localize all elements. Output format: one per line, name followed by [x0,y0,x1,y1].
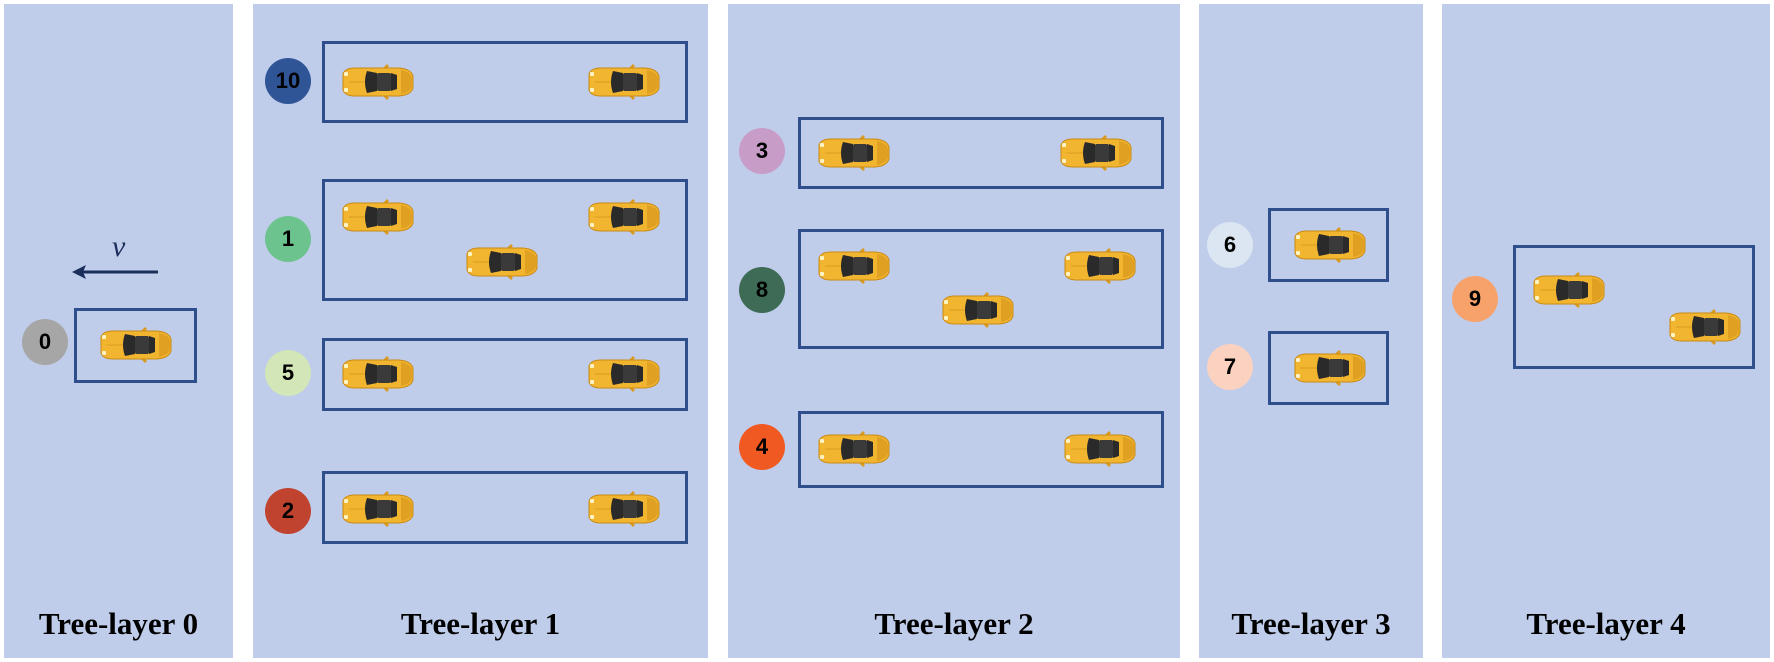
car-icon [1057,135,1133,171]
group-box-node-3 [798,117,1164,189]
node-3: 3 [739,128,785,174]
car-icon [585,64,661,100]
car-icon [1666,309,1742,345]
panel-tree-layer-2: 3 8 4 Tree-layer 2 [728,4,1180,658]
car-icon [815,135,891,171]
group-box-node-5 [322,338,688,411]
car-icon [1061,431,1137,467]
panel-title: Tree-layer 3 [1231,606,1391,641]
group-box-node-6 [1268,208,1389,282]
group-box-node-7 [1268,331,1389,405]
car-icon [339,491,415,527]
node-0: 0 [22,319,68,365]
node-7: 7 [1207,344,1253,390]
panel-tree-layer-1: 10 1 5 2 Tree-layer 1 [253,4,708,658]
panel-tree-layer-4: 9 Tree-layer 4 [1442,4,1770,658]
node-4: 4 [739,424,785,470]
panel-tree-layer-0: v 0 Tree-layer 0 [4,4,233,658]
group-box-node-4 [798,411,1164,488]
group-box-node-0 [74,308,197,383]
car-icon [1061,248,1137,284]
car-icon [939,292,1015,328]
car-icon [585,491,661,527]
group-box-node-2 [322,471,688,544]
car-icon [585,356,661,392]
car-icon [1530,272,1606,308]
velocity-label: v [112,230,126,263]
panel-tree-layer-3: 6 7 Tree-layer 3 [1199,4,1423,658]
node-1: 1 [265,216,311,262]
node-8: 8 [739,267,785,313]
node-6: 6 [1207,222,1253,268]
car-icon [339,64,415,100]
panel-title: Tree-layer 4 [1526,606,1686,641]
panel-title: Tree-layer 1 [400,606,561,641]
node-2: 2 [265,488,311,534]
panel-title: Tree-layer 2 [874,606,1034,641]
car-icon [97,327,173,363]
group-box-node-8 [798,229,1164,349]
car-icon [585,199,661,235]
car-icon [815,431,891,467]
velocity-arrow-icon [72,265,158,279]
node-5: 5 [265,350,311,396]
node-9: 9 [1452,276,1498,322]
car-icon [339,356,415,392]
car-icon [1291,227,1367,263]
car-icon [463,244,539,280]
car-icon [339,199,415,235]
car-icon [815,248,891,284]
car-icon [1291,350,1367,386]
group-box-node-10 [322,41,688,123]
group-box-node-1 [322,179,688,301]
panel-title: Tree-layer 0 [38,606,199,641]
group-box-node-9 [1513,245,1755,369]
node-10: 10 [265,58,311,104]
